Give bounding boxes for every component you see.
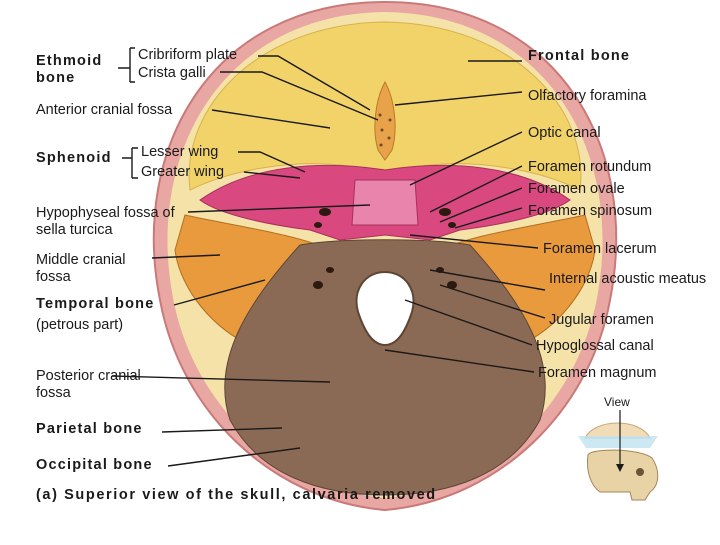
leader-anterior-fossa: [211, 109, 331, 129]
label-view: View: [604, 395, 630, 409]
label-sphenoid: Sphenoid: [36, 150, 112, 166]
leader-lesser-wing: [238, 151, 306, 173]
crista-galli: [374, 80, 396, 161]
figure-caption: (a) Superior view of the skull, calvaria…: [36, 487, 437, 503]
label-foramen-rotundum: Foramen rotundum: [528, 159, 652, 175]
leader-hypophyseal: [187, 204, 371, 213]
leader-sphenoid-bracket: [122, 147, 138, 179]
label-foramen-spinosum: Foramen spinosum: [528, 203, 653, 219]
leader-crista: [220, 71, 379, 121]
leader-occipital: [167, 447, 301, 467]
leader-optic: [409, 131, 523, 186]
view-plane: [578, 436, 658, 448]
leader-olfactory: [394, 91, 523, 106]
leader-lacerum: [409, 234, 539, 249]
leader-lines: [111, 47, 546, 467]
label-ethmoid-bone: Ethmoid bone: [36, 53, 103, 86]
label-hypoglossal-canal: Hypoglossal canal: [536, 338, 654, 354]
label-foramen-ovale: Foramen ovale: [528, 181, 625, 197]
label-olfactory-foramina: Olfactory foramina: [528, 88, 647, 104]
leader-magnum: [384, 349, 535, 373]
occipital-bone-region: [224, 239, 546, 496]
label-anterior-cranial-fossa: Anterior cranial fossa: [36, 102, 173, 118]
leader-parietal: [161, 427, 283, 433]
calvaria-cap: [584, 422, 651, 439]
label-optic-canal: Optic canal: [528, 125, 601, 141]
leader-ethmoid-bracket: [118, 47, 135, 83]
skull-icon-eye: [636, 468, 644, 476]
label-petrous-part: (petrous part): [36, 317, 124, 333]
leader-acoustic: [429, 269, 546, 291]
olfactory-foramina-dots: [378, 113, 392, 147]
leader-cribriform: [258, 55, 371, 111]
skull-foramina: [313, 208, 457, 289]
label-hypophyseal-fossa: Hypophyseal fossa of sella turcica: [36, 205, 175, 238]
view-inset: [578, 410, 659, 501]
label-foramen-magnum: Foramen magnum: [538, 365, 657, 381]
leader-greater-wing: [243, 171, 301, 179]
view-arrow-head: [616, 464, 624, 472]
label-middle-cranial-fossa: Middle cranial fossa: [36, 252, 126, 285]
label-greater-wing: Greater wing: [141, 164, 225, 180]
sella-turcica: [351, 179, 419, 226]
label-internal-acoustic-meatus: Internal acoustic meatus: [549, 271, 707, 287]
leader-spinosum: [454, 207, 523, 229]
label-crista-galli: Crista galli: [138, 65, 206, 81]
foramen-magnum-hole: [355, 270, 415, 347]
leader-hypoglossal: [404, 299, 533, 346]
label-lesser-wing: Lesser wing: [141, 144, 219, 160]
label-frontal-bone: Frontal bone: [528, 48, 631, 64]
leader-temporal: [173, 279, 266, 306]
label-jugular-foramen: Jugular foramen: [549, 312, 654, 328]
label-posterior-cranial-fossa: Posterior cranial fossa: [36, 368, 141, 401]
label-temporal-bone: Temporal bone: [36, 296, 155, 312]
label-foramen-lacerum: Foramen lacerum: [543, 241, 657, 257]
leader-ovale: [439, 187, 523, 223]
skull-icon-body: [587, 449, 659, 501]
leader-jugular: [439, 284, 546, 319]
leader-middle-fossa: [151, 254, 221, 259]
label-cribriform-plate: Cribriform plate: [138, 47, 238, 63]
label-occipital-bone: Occipital bone: [36, 457, 153, 473]
leader-posterior-fossa: [111, 375, 331, 383]
leader-rotundum: [429, 165, 523, 213]
label-parietal-bone: Parietal bone: [36, 421, 143, 437]
